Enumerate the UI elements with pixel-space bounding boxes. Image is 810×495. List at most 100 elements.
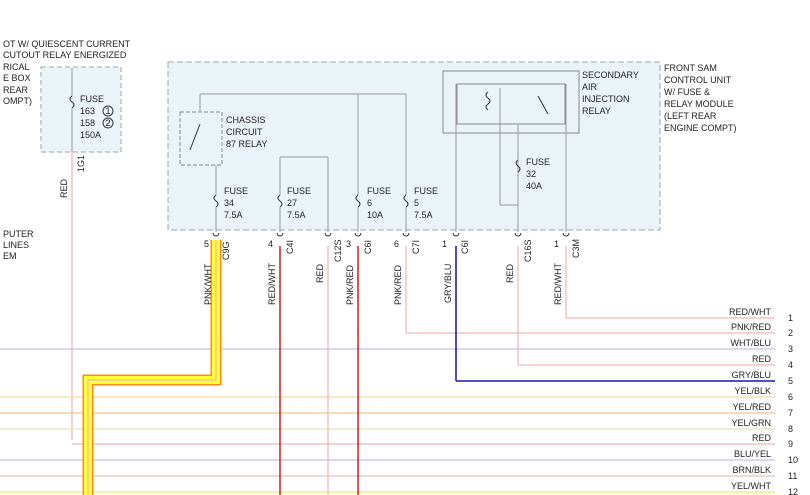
connector-c4i: 4 C4I RED/WHT [267,232,295,305]
chassis-relay-line-1: CHASSIS [226,115,266,125]
connector-c9g-pin: 5 [204,239,209,249]
fuse-27-symbol [277,194,283,208]
harness-wire-label: BLU/YEL [734,449,771,459]
fuse-6-rating: 10A [367,210,383,220]
left-connector-1g1: 1G1 [76,155,86,172]
circle-mark-1-label: 1 [106,106,111,116]
harness-wire-label: YEL/RED [732,402,771,412]
secondary-relay-line-3: INJECTION [582,94,630,104]
left-module-line-3: RICAL [3,62,30,72]
harness-wire-number: 7 [788,408,793,418]
connector-c3m-wire: RED/WHT [553,263,563,305]
connector-c4i-pin: 4 [268,239,273,249]
connector-c12s-wire: RED [315,263,325,283]
connector-c6i-a-name: C6I [363,240,373,254]
harness-wire-label: PNK/RED [731,322,772,332]
harness-wire-label: RED [752,354,772,364]
left-fuse-symbol [69,95,75,109]
harness-wire-number: 3 [788,344,793,354]
harness-wire-number: 10 [788,455,798,465]
highlight-circuit-fill [84,240,220,495]
connector-c4i-wire: RED/WHT [267,263,277,305]
fuse-6-label: FUSE [367,186,391,196]
connector-c6i-a-wire: PNK/RED [345,264,355,305]
harness-wire-number: 6 [788,392,793,402]
fuse-5-number: 5 [414,198,419,208]
harness-wire-label: GRY/BLU [732,370,771,380]
front-sam-box [167,61,661,231]
harness-wire-number: 1 [788,313,793,323]
front-sam-line-1: FRONT SAM [664,63,717,73]
left-partial-3: EM [3,251,17,261]
connector-c6i-a-pin: 3 [346,239,351,249]
secondary-relay-box [442,70,580,134]
chassis-relay-line-2: CIRCUIT [226,127,263,137]
circle-mark-2 [102,117,114,129]
front-sam-line-6: ENGINE COMPT) [664,123,737,133]
harness-wire-label: RED/WHT [729,307,771,317]
connector-c4i-name: C4I [285,240,295,254]
fuse-34-rating: 7.5A [224,210,243,220]
connector-c6i-b-name: C6I [460,240,470,254]
left-module-box [40,66,122,153]
connector-c7i-name: C7I [411,240,421,254]
fuse-27-number: 27 [287,198,297,208]
fuse-27-rating: 7.5A [287,210,306,220]
harness-wire-number: 2 [788,328,793,338]
secondary-relay-line-4: RELAY [582,106,611,116]
left-module-line-5: REAR [3,85,29,95]
harness-wire-number: 4 [788,360,793,370]
secondary-relay-line-1: SECONDARY [582,70,639,80]
connector-c12s-name: C12S [333,239,343,262]
connector-c3m-name: C3M [571,239,581,258]
secondary-relay-inner [456,83,566,125]
front-sam-line-4: RELAY MODULE [664,99,734,109]
left-module-line-2: CUTOUT RELAY ENERGIZED [3,50,127,60]
connector-c9g: 5 C9G PNK/WHT [203,232,231,305]
left-fuse-rating: 150A [80,130,101,140]
connector-c16s-wire: RED [505,263,515,283]
connector-c6i-a: 3 C6I PNK/RED [345,232,373,305]
highlight-circuit-edge [82,240,222,495]
fuse-32-number: 32 [526,169,536,179]
chassis-relay-line-3: 87 RELAY [226,139,267,149]
harness-wire-label: YEL/WHT [731,481,772,491]
harness-wire-number: 9 [788,439,793,449]
fuse-34-label: FUSE [224,186,248,196]
connector-c6i-b: 1 C6I GRY/BLU [442,232,470,303]
harness-wire-label: WHT/BLU [731,338,772,348]
fuse-32-symbol [515,159,521,173]
connector-c7i: 6 C7I PNK/RED [393,232,421,305]
left-module-line-1: OT W/ QUIESCENT CURRENT [3,39,131,49]
harness-labels: RED/WHT1PNK/RED2WHT/BLU3RED4GRY/BLU5YEL/… [729,307,798,495]
front-sam-line-3: W/ FUSE & [664,87,710,97]
fuse-32-label: FUSE [526,157,550,167]
fuse-6-symbol [355,194,361,208]
harness-wire-label: YEL/GRN [731,418,771,428]
harness-wire-number: 11 [788,471,797,481]
connector-c9g-wire: PNK/WHT [203,263,213,305]
chassis-relay-box [179,111,223,166]
connector-c7i-pin: 6 [394,239,399,249]
circle-mark-1 [102,105,114,117]
connector-c6i-b-wire: GRY/BLU [443,264,453,303]
fuse-6-number: 6 [367,198,372,208]
left-partial-2: LINES [3,240,29,250]
left-fuse-number-1: 163 [80,106,95,116]
fuse-32-rating: 40A [526,181,542,191]
connector-c3m-pin: 1 [554,239,559,249]
harness-wire-number: 8 [788,424,793,434]
front-sam-line-2: CONTROL UNIT [664,75,732,85]
connector-c12s: C12S RED [315,232,343,283]
secondary-relay-switch [537,95,549,115]
fuse-5-symbol [403,194,409,208]
secondary-relay-line-2: AIR [582,82,598,92]
connector-c16s: C16S RED [505,232,533,283]
fuse-5-rating: 7.5A [414,210,433,220]
left-fuse-label: FUSE [80,94,104,104]
left-partial-1: PUTER [3,229,34,239]
left-module-line-4: E BOX [3,73,31,83]
left-module-line-6: OMPT) [3,96,32,106]
